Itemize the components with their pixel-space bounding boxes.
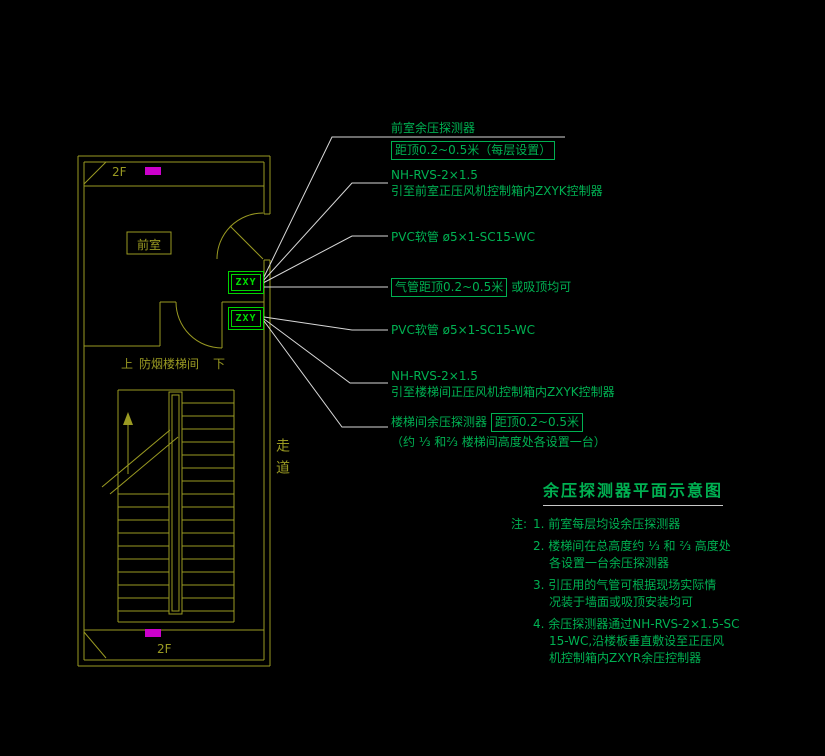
stair-steps-left [118, 493, 169, 612]
detector-tag-upper: ZXY [235, 277, 257, 288]
callout-line: 引至前室正压风机控制箱内ZXYK控制器 [391, 184, 603, 198]
floor-label-top: 2F [112, 165, 127, 179]
stair-flight [117, 389, 235, 623]
callout-line: PVC软管 ø5×1-SC15-WC [391, 323, 535, 337]
callout-leader-lines [262, 136, 565, 428]
note-line: 4. 余压探测器通过NH-RVS-2×1.5-SC [533, 617, 740, 631]
callout-line: 楼梯间余压探测器 [391, 415, 491, 429]
note-line: 况装于墙面或吸顶安装均可 [549, 595, 694, 609]
door-arc-corridor [216, 212, 264, 260]
detector-box-upper: ZXY [231, 274, 261, 291]
note-item-2: 2. 楼梯间在总高度约 ⅓ 和 ⅔ 高度处 各设置一台余压探测器 [533, 538, 781, 572]
callout-cable-vestibule: NH-RVS-2×1.5 引至前室正压风机控制箱内ZXYK控制器 [391, 167, 603, 199]
detector-tag-lower: ZXY [235, 313, 257, 324]
note-line: 各设置一台余压探测器 [549, 556, 670, 570]
callout-boxed-text: 距顶0.2~0.5米（每层设置） [391, 141, 556, 160]
note-line: 15-WC,沿楼板垂直敷设至正压风 [549, 634, 725, 648]
stair-handrail [168, 391, 183, 615]
callout-line-wrap: 楼梯间余压探测器 距顶0.2~0.5米 [391, 413, 606, 432]
callout-boxed-text: 距顶0.2~0.5米 [490, 413, 584, 432]
callout-air-tube: 气管距顶0.2~0.5米或吸顶均可 [391, 278, 571, 297]
callout-line-wrap: 距顶0.2~0.5米（每层设置） [391, 141, 556, 160]
level-marker-bottom [145, 629, 161, 637]
corridor-label: 走道 [274, 438, 290, 482]
note-item-4: 4. 余压探测器通过NH-RVS-2×1.5-SC 15-WC,沿楼板垂直敷设至… [533, 616, 781, 667]
callout-line: 引至楼梯间正压风机控制箱内ZXYK控制器 [391, 385, 615, 399]
note-line: 机控制箱内ZXYR余压控制器 [549, 651, 702, 665]
wall-lines [77, 155, 271, 667]
level-marker-top [145, 167, 161, 175]
detector-box-lower: ZXY [231, 310, 261, 327]
note-item-3: 3. 引压用的气管可根据现场实际情 况装于墙面或吸顶安装均可 [533, 577, 781, 611]
callout-vestibule-detector: 前室余压探测器 距顶0.2~0.5米（每层设置） [391, 120, 556, 160]
note-row: 注: 1. 前室每层均设余压探测器 [511, 516, 781, 533]
vestibule-label: 前室 [136, 238, 161, 252]
callout-line: 或吸顶均可 [511, 280, 572, 294]
drawing-title: 余压探测器平面示意图 [543, 477, 724, 506]
note-item-1: 1. 前室每层均设余压探测器 [533, 516, 680, 533]
stair-down-label: 下 [213, 357, 226, 371]
floor-label-bottom: 2F [157, 642, 172, 656]
callout-line: PVC软管 ø5×1-SC15-WC [391, 230, 535, 244]
note-line: 2. 楼梯间在总高度约 ⅓ 和 ⅔ 高度处 [533, 539, 731, 553]
door-swings [175, 212, 264, 349]
stair-direction-arrowhead [123, 412, 133, 425]
vestibule-label-box [126, 231, 172, 255]
stair-up-label: 上 [121, 357, 134, 371]
slab-section-marks [83, 161, 107, 659]
stair-break-lines [101, 420, 179, 495]
callout-line: NH-RVS-2×1.5 [391, 369, 478, 383]
callout-pvc-hose-lower: PVC软管 ø5×1-SC15-WC [391, 322, 535, 338]
callout-cable-stairwell: NH-RVS-2×1.5 引至楼梯间正压风机控制箱内ZXYK控制器 [391, 368, 615, 400]
callout-pvc-hose-upper: PVC软管 ø5×1-SC15-WC [391, 229, 535, 245]
notes-block: 注: 1. 前室每层均设余压探测器 2. 楼梯间在总高度约 ⅓ 和 ⅔ 高度处 … [511, 516, 781, 667]
note-line: 3. 引压用的气管可根据现场实际情 [533, 578, 717, 592]
callout-boxed-text: 气管距顶0.2~0.5米 [391, 278, 508, 297]
callout-line: 前室余压探测器 [391, 121, 476, 135]
stairwell-label: 防烟楼梯间 [139, 357, 200, 371]
note-line: 1. 前室每层均设余压探测器 [533, 517, 681, 531]
door-leaf-corridor [229, 225, 264, 260]
door-arc-stair [175, 301, 223, 349]
callout-stairwell-detector: 楼梯间余压探测器 距顶0.2~0.5米 （约 ⅓ 和⅔ 楼梯间高度处各设置一台） [391, 413, 606, 450]
callout-line: （约 ⅓ 和⅔ 楼梯间高度处各设置一台） [391, 435, 606, 449]
notes-prefix: 注: [511, 517, 528, 531]
level-markers [145, 167, 161, 637]
callout-line: NH-RVS-2×1.5 [391, 168, 478, 182]
stair-steps-right [182, 402, 234, 612]
